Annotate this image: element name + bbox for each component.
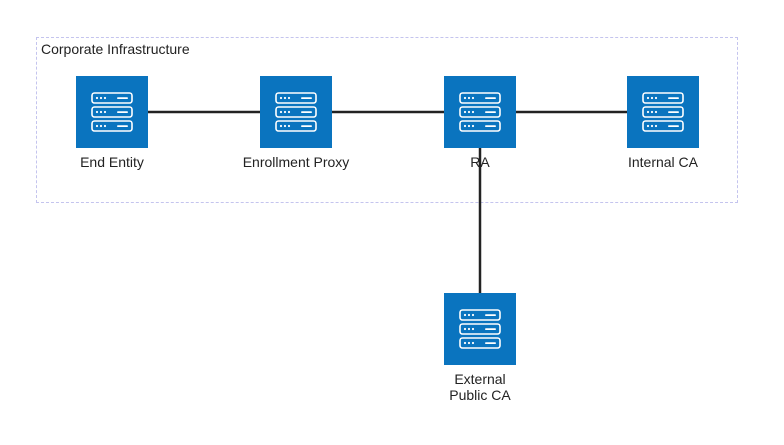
server-icon [444, 293, 516, 365]
node-ra[interactable]: RA [444, 76, 516, 170]
node-label-end-entity: End Entity [80, 154, 144, 170]
node-enrollment-proxy[interactable]: Enrollment Proxy [243, 76, 349, 170]
server-icon [260, 76, 332, 148]
node-label-enrollment-proxy: Enrollment Proxy [242, 154, 350, 170]
server-icon [444, 76, 516, 148]
node-label-external-public-ca: External Public CA [449, 371, 511, 403]
node-label-internal-ca: Internal CA [627, 154, 699, 170]
node-external-public-ca[interactable]: External Public CA [444, 293, 516, 403]
corporate-infrastructure-group: Corporate Infrastructure [36, 37, 738, 203]
node-label-ra: RA [470, 154, 490, 170]
server-icon [76, 76, 148, 148]
server-icon [627, 76, 699, 148]
group-label: Corporate Infrastructure [41, 41, 190, 57]
node-end-entity[interactable]: End Entity [76, 76, 148, 170]
node-internal-ca[interactable]: Internal CA [627, 76, 699, 170]
